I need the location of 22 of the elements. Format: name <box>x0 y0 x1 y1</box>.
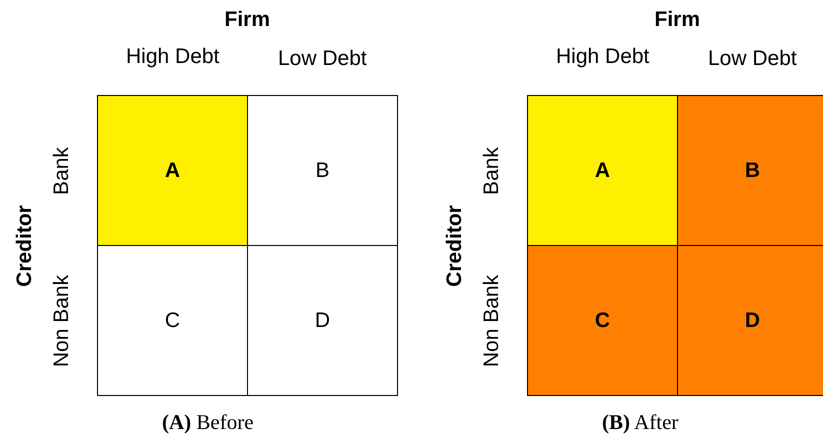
row-header: Bank <box>480 146 504 194</box>
row-header: Bank <box>50 146 74 194</box>
axis-title: Creditor <box>12 204 37 286</box>
matrix-cell: A <box>97 95 248 246</box>
axis-title: Firm <box>224 8 270 32</box>
column-header: High Debt <box>556 45 650 69</box>
matrix-cell: B <box>677 95 823 246</box>
row-header: Non Bank <box>50 274 74 367</box>
column-header: High Debt <box>126 45 220 69</box>
axis-title: Firm <box>654 8 700 32</box>
matrix-cell: C <box>527 245 678 396</box>
column-header: Low Debt <box>278 47 367 71</box>
matrix-cell: D <box>247 245 398 396</box>
matrix-cell: B <box>247 95 398 246</box>
column-header: Low Debt <box>708 47 797 71</box>
caption: (B) After <box>602 410 678 434</box>
matrix-cell: D <box>677 245 823 396</box>
axis-title: Creditor <box>442 204 467 286</box>
matrix-cell: A <box>527 95 678 246</box>
matrix-cell: C <box>97 245 248 396</box>
row-header: Non Bank <box>480 274 504 367</box>
caption: (A) Before <box>162 410 254 434</box>
